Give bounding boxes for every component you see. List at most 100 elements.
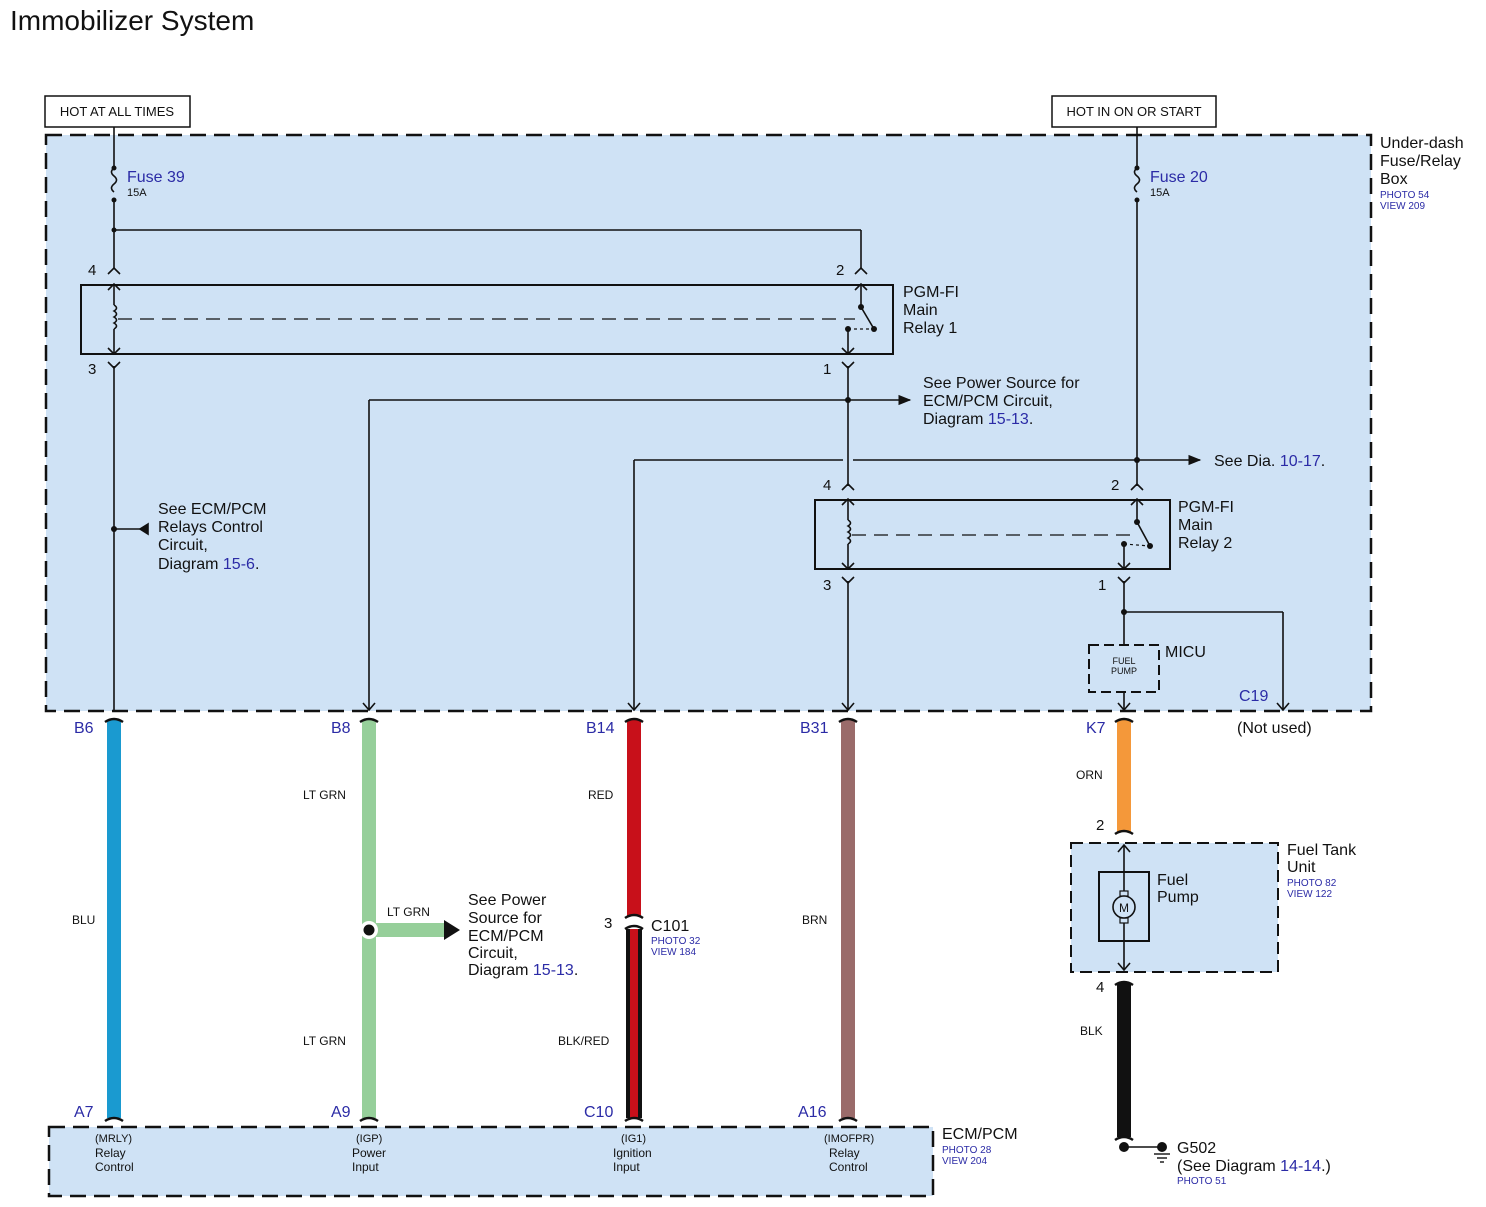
svg-text:3: 3 bbox=[823, 577, 831, 594]
svg-text:Main: Main bbox=[1178, 517, 1213, 534]
svg-text:VIEW 209: VIEW 209 bbox=[1380, 201, 1425, 212]
fuse-39-label: Fuse 39 15A bbox=[127, 169, 185, 199]
not-used-label: (Not used) bbox=[1237, 720, 1312, 737]
svg-text:(MRLY): (MRLY) bbox=[95, 1133, 132, 1145]
ecm-pcm: ECM/PCM PHOTO 28 VIEW 204 (MRLY) Relay C… bbox=[47, 1125, 1018, 1198]
svg-text:PGM-FI: PGM-FI bbox=[903, 284, 959, 301]
svg-text:3: 3 bbox=[88, 361, 96, 378]
reference-see-dia[interactable]: See Dia. 10-17. bbox=[1214, 453, 1325, 470]
svg-text:MICU: MICU bbox=[1165, 644, 1206, 661]
svg-text:K7: K7 bbox=[1086, 720, 1106, 737]
fuse-39-symbol bbox=[110, 167, 118, 193]
power-label-hot-in-on-or-start: HOT IN ON OR START bbox=[1051, 95, 1217, 128]
svg-text:HOT IN ON OR START: HOT IN ON OR START bbox=[1066, 104, 1201, 119]
wire-brn bbox=[841, 720, 855, 1118]
svg-text:See Power: See Power bbox=[468, 892, 547, 909]
svg-text:Fuse/Relay: Fuse/Relay bbox=[1380, 153, 1461, 170]
svg-text:G502: G502 bbox=[1177, 1140, 1216, 1157]
ecm-terminal-ig1: (IG1) Ignition Input bbox=[613, 1133, 652, 1174]
svg-text:FUEL: FUEL bbox=[1112, 656, 1135, 666]
svg-text:PHOTO 28: PHOTO 28 bbox=[942, 1145, 992, 1156]
ground-g502: G502 (See Diagram 14-14.) PHOTO 51 bbox=[1119, 1140, 1331, 1187]
svg-text:Diagram 15-13.: Diagram 15-13. bbox=[923, 411, 1033, 428]
reference-relays-control[interactable]: See ECM/PCM Relays Control Circuit, Diag… bbox=[158, 501, 266, 573]
svg-text:A7: A7 bbox=[74, 1104, 94, 1121]
svg-text:ECM/PCM: ECM/PCM bbox=[468, 928, 544, 945]
svg-text:15A: 15A bbox=[127, 187, 147, 199]
pgm-fi-main-relay-1: 4 3 2 1 PGM-FI Main Relay 1 bbox=[80, 262, 959, 710]
svg-text:PHOTO 51: PHOTO 51 bbox=[1177, 1176, 1227, 1187]
wire-blk bbox=[1117, 983, 1131, 1137]
pgm-fi-main-relay-2: 4 3 2 1 PGM-FI Main Relay 2 bbox=[814, 477, 1234, 712]
svg-text:15A: 15A bbox=[1150, 187, 1170, 199]
svg-text:VIEW 184: VIEW 184 bbox=[651, 947, 696, 958]
svg-text:(IGP): (IGP) bbox=[356, 1133, 382, 1145]
svg-text:Relays Control: Relays Control bbox=[158, 519, 263, 536]
svg-text:PHOTO 82: PHOTO 82 bbox=[1287, 878, 1337, 889]
svg-text:PHOTO 54: PHOTO 54 bbox=[1380, 190, 1430, 201]
svg-text:BLK: BLK bbox=[1080, 1024, 1103, 1038]
ecm-terminal-mrly: (MRLY) Relay Control bbox=[95, 1133, 134, 1174]
svg-text:Source for: Source for bbox=[468, 910, 542, 927]
wire-red bbox=[627, 720, 641, 916]
link-diagram-15-13[interactable]: 15-13 bbox=[988, 411, 1029, 428]
svg-text:C101: C101 bbox=[651, 918, 689, 935]
reference-power-source-mid[interactable]: See Power Source for ECM/PCM Circuit, Di… bbox=[468, 892, 578, 979]
link-diagram-15-6[interactable]: 15-6 bbox=[223, 556, 255, 573]
svg-text:3: 3 bbox=[604, 915, 612, 932]
svg-text:ECM/PCM Circuit,: ECM/PCM Circuit, bbox=[923, 393, 1053, 410]
svg-text:Fuel Tank: Fuel Tank bbox=[1287, 842, 1357, 859]
fuel-tank-pin-2: 2 bbox=[1096, 817, 1104, 834]
svg-text:B8: B8 bbox=[331, 720, 351, 737]
svg-text:(See Diagram 14-14.): (See Diagram 14-14.) bbox=[1177, 1158, 1331, 1175]
svg-text:Circuit,: Circuit, bbox=[158, 537, 208, 554]
svg-text:1: 1 bbox=[1098, 577, 1106, 594]
svg-text:A16: A16 bbox=[798, 1104, 827, 1121]
svg-text:B31: B31 bbox=[800, 720, 829, 737]
svg-text:Input: Input bbox=[613, 1160, 640, 1174]
fuel-tank-unit: M Fuel Pump Fuel Tank Unit PHOTO 82 VIEW… bbox=[1070, 842, 1357, 973]
svg-text:B6: B6 bbox=[74, 720, 94, 737]
svg-text:(IMOFPR): (IMOFPR) bbox=[824, 1133, 874, 1145]
svg-text:PGM-FI: PGM-FI bbox=[1178, 499, 1234, 516]
svg-text:Box: Box bbox=[1380, 171, 1408, 188]
svg-text:ORN: ORN bbox=[1076, 768, 1103, 782]
wire-color-labels: BLU LT GRN LT GRN LT GRN RED BLK/RED BRN… bbox=[72, 768, 1103, 1048]
svg-text:Input: Input bbox=[352, 1160, 379, 1174]
link-diagram-10-17[interactable]: 10-17 bbox=[1280, 453, 1321, 470]
svg-text:A9: A9 bbox=[331, 1104, 351, 1121]
connector-brackets bbox=[104, 717, 1134, 1142]
svg-text:Unit: Unit bbox=[1287, 859, 1316, 876]
fuse-relay-box-label: Under-dash Fuse/Relay Box PHOTO 54 VIEW … bbox=[1380, 135, 1464, 212]
svg-text:Relay: Relay bbox=[95, 1146, 126, 1160]
svg-text:Fuse 39: Fuse 39 bbox=[127, 169, 185, 186]
svg-text:PHOTO 32: PHOTO 32 bbox=[651, 936, 701, 947]
svg-text:LT GRN: LT GRN bbox=[387, 905, 430, 919]
svg-text:Relay 2: Relay 2 bbox=[1178, 535, 1232, 552]
svg-text:(IG1): (IG1) bbox=[621, 1133, 646, 1145]
svg-text:Main: Main bbox=[903, 302, 938, 319]
fuse-20-symbol bbox=[1133, 167, 1141, 193]
svg-text:Diagram 15-6.: Diagram 15-6. bbox=[158, 556, 259, 573]
svg-text:Diagram 15-13.: Diagram 15-13. bbox=[468, 962, 578, 979]
svg-text:BLK/RED: BLK/RED bbox=[558, 1034, 610, 1048]
svg-text:2: 2 bbox=[1111, 477, 1119, 494]
svg-text:See Power Source for: See Power Source for bbox=[923, 375, 1080, 392]
power-label-hot-at-all-times: HOT AT ALL TIMES bbox=[44, 95, 191, 128]
svg-text:VIEW 122: VIEW 122 bbox=[1287, 889, 1332, 900]
wire-lt-grn bbox=[360, 720, 460, 1118]
svg-text:Relay 1: Relay 1 bbox=[903, 320, 957, 337]
link-diagram-15-13-mid[interactable]: 15-13 bbox=[533, 962, 574, 979]
svg-text:1: 1 bbox=[823, 361, 831, 378]
wire-blk-red bbox=[626, 929, 642, 1118]
svg-text:HOT AT ALL TIMES: HOT AT ALL TIMES bbox=[60, 104, 174, 119]
svg-text:4: 4 bbox=[88, 262, 96, 279]
svg-text:2: 2 bbox=[836, 262, 844, 279]
svg-text:Under-dash: Under-dash bbox=[1380, 135, 1464, 152]
svg-text:Power: Power bbox=[352, 1146, 386, 1160]
reference-power-source-ecm[interactable]: See Power Source for ECM/PCM Circuit, Di… bbox=[923, 375, 1080, 428]
link-diagram-14-14[interactable]: 14-14 bbox=[1280, 1158, 1321, 1175]
svg-text:Fuel: Fuel bbox=[1157, 872, 1188, 889]
wire-orn bbox=[1117, 720, 1131, 832]
